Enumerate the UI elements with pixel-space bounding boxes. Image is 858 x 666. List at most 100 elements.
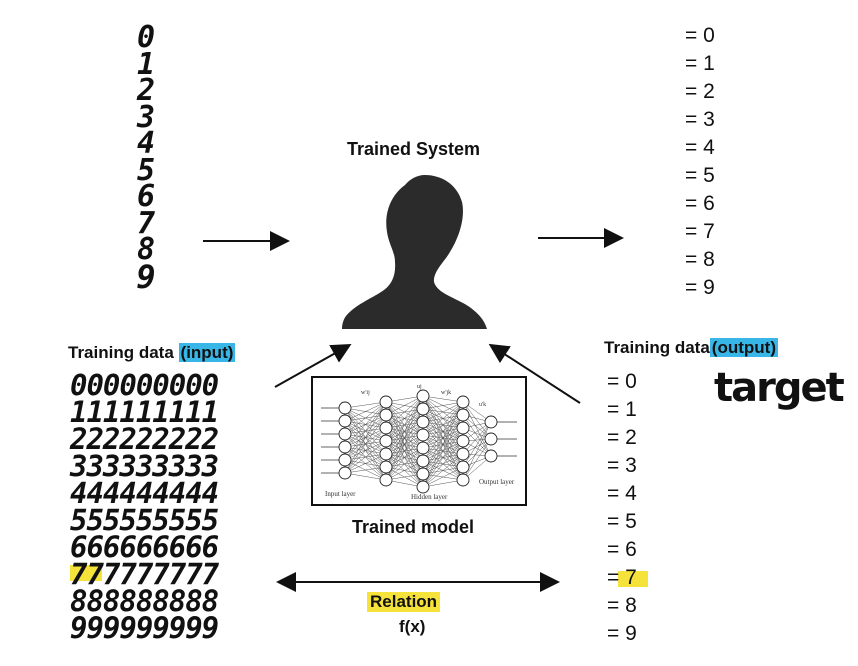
nn-connection [344, 466, 387, 474]
nn-connection [422, 401, 464, 449]
nn-node [338, 440, 352, 454]
nn-node [456, 447, 470, 461]
nn-node-k-label: u'k [479, 402, 486, 408]
output-value: = 9 [685, 276, 715, 299]
nn-node [379, 421, 393, 435]
training-input-label: Training data (input) [68, 343, 236, 363]
training-output-value: = 1 [607, 398, 637, 421]
nn-connection [344, 401, 387, 448]
relation-label: Relation [367, 592, 441, 612]
nn-connection [422, 414, 464, 488]
nn-node [416, 467, 430, 481]
nn-connection [344, 440, 387, 474]
training-output-value: = 6 [607, 538, 637, 561]
training-row: 222222222 [70, 422, 219, 456]
nn-node [416, 428, 430, 442]
input-digit: 0 [136, 20, 156, 55]
training-input-label-text: Training data [68, 343, 179, 362]
nn-node [456, 473, 470, 487]
training-output-value: = 0 [607, 370, 637, 393]
person-silhouette-icon [342, 175, 487, 329]
nn-node [456, 395, 470, 409]
training-output-value: = 8 [607, 594, 637, 617]
nn-connection [422, 401, 464, 462]
nn-hidden-layer-label: Hidden layer [411, 493, 448, 501]
nn-node [456, 460, 470, 474]
training-row: 666666666 [70, 530, 219, 564]
nn-weight-jk-label: w'jk [441, 390, 451, 396]
nn-node [416, 415, 430, 429]
output-value: = 3 [685, 108, 715, 131]
trained-model-title: Trained model [352, 517, 475, 537]
nn-node [416, 441, 430, 455]
nn-node [338, 401, 352, 415]
input-digit: 5 [136, 152, 156, 188]
training-row: 888888888 [70, 584, 219, 618]
nn-connection [344, 401, 387, 435]
input-digit: 6 [136, 179, 156, 214]
nn-node [416, 480, 430, 494]
nn-connection [344, 414, 387, 474]
nn-node [484, 415, 498, 429]
training-output-value: = 7 [607, 566, 637, 589]
training-output-value: = 2 [607, 426, 637, 449]
nn-node [484, 432, 498, 446]
training-row: 000000000 [70, 368, 219, 402]
nn-node [338, 466, 352, 480]
input-digit: 7 [136, 205, 156, 241]
output-value: = 1 [685, 52, 715, 75]
nn-connection [344, 401, 387, 474]
training-output-value: = 3 [607, 454, 637, 477]
nn-connection [344, 401, 387, 409]
nn-connection [422, 401, 464, 423]
trained-system-title: Trained System [347, 139, 481, 159]
nn-connection [462, 401, 492, 440]
output-value: = 0 [685, 24, 715, 47]
highlight-marker [618, 571, 648, 587]
nn-node [456, 421, 470, 435]
output-value: = 4 [685, 136, 715, 159]
nn-connection [422, 440, 464, 488]
nn-connection [385, 460, 424, 481]
output-value: = 8 [685, 248, 715, 271]
input-digit: 4 [136, 126, 156, 161]
input-digit: 3 [136, 99, 156, 135]
nn-node [484, 449, 498, 463]
nn-connection [385, 395, 424, 416]
nn-node [338, 414, 352, 428]
nn-input-layer-label: Input layer [325, 490, 356, 498]
target-annotation: target [714, 365, 845, 411]
nn-connection [462, 438, 492, 468]
nn-connection [385, 447, 424, 481]
nn-node [379, 395, 393, 409]
nn-connection [385, 395, 424, 455]
training-output-value: = 4 [607, 482, 637, 505]
input-digit: 1 [136, 46, 156, 82]
nn-connection [422, 401, 464, 436]
training-row: 999999999 [70, 611, 219, 645]
output-value: = 2 [685, 80, 715, 103]
training-row: 333333333 [70, 449, 219, 483]
nn-connection [344, 401, 387, 422]
nn-node [416, 454, 430, 468]
input-digit: 9 [136, 257, 156, 296]
training-output-label-highlight: (output) [709, 338, 778, 357]
training-output-value: = 9 [607, 622, 637, 645]
input-digit: 8 [136, 232, 156, 267]
nn-connection [344, 453, 387, 474]
training-row: 111111111 [70, 395, 219, 429]
output-value: = 6 [685, 192, 715, 215]
nn-node [416, 389, 430, 403]
training-row: 777777777 [70, 557, 219, 591]
nn-connection [422, 401, 464, 410]
nn-connection [385, 395, 424, 442]
nn-connection [344, 427, 387, 474]
nn-connection [385, 434, 424, 481]
training-row: 555555555 [70, 503, 219, 537]
arrow-training-output-to-system [488, 343, 581, 404]
nn-connection [344, 472, 387, 481]
training-row: 444444444 [70, 476, 219, 510]
nn-node [379, 434, 393, 448]
nn-connection [422, 427, 464, 488]
